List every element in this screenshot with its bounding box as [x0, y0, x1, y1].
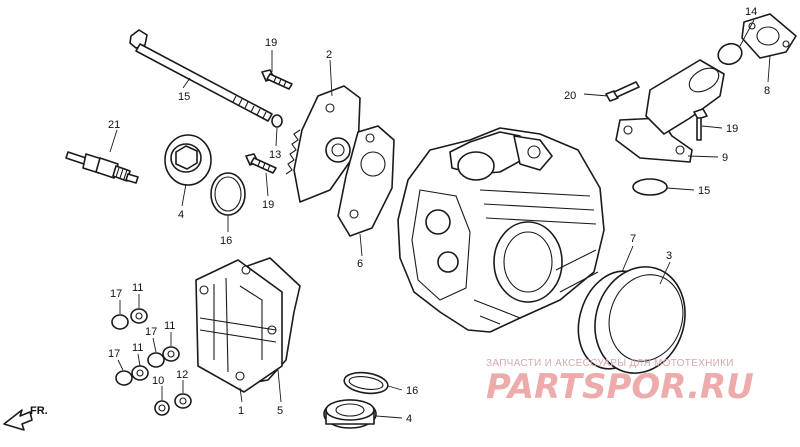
callout-6: 6 [357, 258, 363, 270]
front-label: FR. [30, 405, 48, 417]
watermark: ЗАПЧАСТИ И АКСЕССУАРЫ ДЛЯ МОТОТЕХНИКИ PA… [486, 358, 754, 407]
callout-11-mid: 11 [164, 320, 175, 332]
part-19-bolt-upper [261, 69, 293, 90]
callout-4-lower: 4 [406, 413, 412, 425]
part-3-side-cover [594, 266, 686, 374]
callout-15: 15 [698, 185, 710, 197]
part-4-plug-cap [164, 134, 212, 186]
callout-17-mid: 17 [145, 326, 157, 338]
callout-13: 13 [269, 149, 281, 161]
part-14-o-ring [717, 42, 743, 66]
callout-9: 9 [722, 152, 728, 164]
callout-17-top: 17 [110, 288, 122, 300]
callout-2: 2 [326, 49, 332, 61]
part-16-o-ring [210, 172, 246, 216]
callout-21: 21 [108, 119, 120, 131]
callout-16-upper: 16 [220, 235, 232, 247]
part-4-plug-cap-lower [323, 399, 377, 429]
part-16-o-ring-lower [343, 371, 389, 395]
part-18-long-bolt [129, 29, 273, 122]
callout-11-low: 11 [132, 342, 143, 354]
part-12-washer [174, 393, 192, 409]
cylinder-head [397, 127, 605, 333]
part-17-cap-nut-mid [147, 352, 165, 368]
callout-18: 15 [178, 91, 190, 103]
callout-labels: 15 21 4 16 19 13 19 2 6 14 8 20 19 9 15 … [108, 6, 770, 425]
part-6-gasket [337, 125, 395, 237]
callout-19-middle: 19 [262, 199, 274, 211]
part-11-washer-low [131, 365, 149, 381]
part-9-intake-pipe [615, 59, 725, 163]
part-13-washer [271, 114, 283, 128]
part-11-washer-mid [162, 346, 180, 362]
part-10-nut [154, 400, 170, 416]
callout-11-top: 11 [132, 282, 143, 294]
callout-12: 12 [176, 369, 188, 381]
part-15-o-ring [632, 178, 668, 196]
leader-lines [109, 19, 771, 419]
callout-5: 5 [277, 405, 283, 417]
callout-14: 14 [745, 6, 757, 18]
part-21-spark-plug [65, 151, 139, 184]
part-20-bolt [605, 81, 640, 102]
front-direction-arrow: FR. [3, 405, 48, 431]
part-19-bolt-right [693, 108, 708, 141]
callout-19-right: 19 [726, 123, 738, 135]
callout-19-upper: 19 [265, 37, 277, 49]
callout-7: 7 [630, 233, 636, 245]
part-8-flange [741, 13, 797, 59]
part-2-cam-holder [285, 85, 361, 203]
callout-4-upper: 4 [178, 209, 184, 221]
part-1-head-cover [195, 259, 283, 393]
part-17-cap-nut-top [111, 314, 129, 330]
callout-10: 10 [152, 375, 164, 387]
callout-20: 20 [564, 90, 576, 102]
part-17-cap-nut-low [115, 370, 133, 386]
callout-17-low: 17 [108, 348, 120, 360]
watermark-brand: PARTSPOR.RU [486, 367, 754, 407]
part-19-bolt-middle [245, 153, 277, 174]
callout-1: 1 [238, 405, 244, 417]
watermark-subtitle: ЗАПЧАСТИ И АКСЕССУАРЫ ДЛЯ МОТОТЕХНИКИ [486, 358, 734, 369]
part-11-washer-top [130, 308, 148, 324]
callout-16-lower: 16 [406, 385, 418, 397]
callout-3: 3 [666, 250, 672, 262]
callout-8: 8 [764, 85, 770, 97]
